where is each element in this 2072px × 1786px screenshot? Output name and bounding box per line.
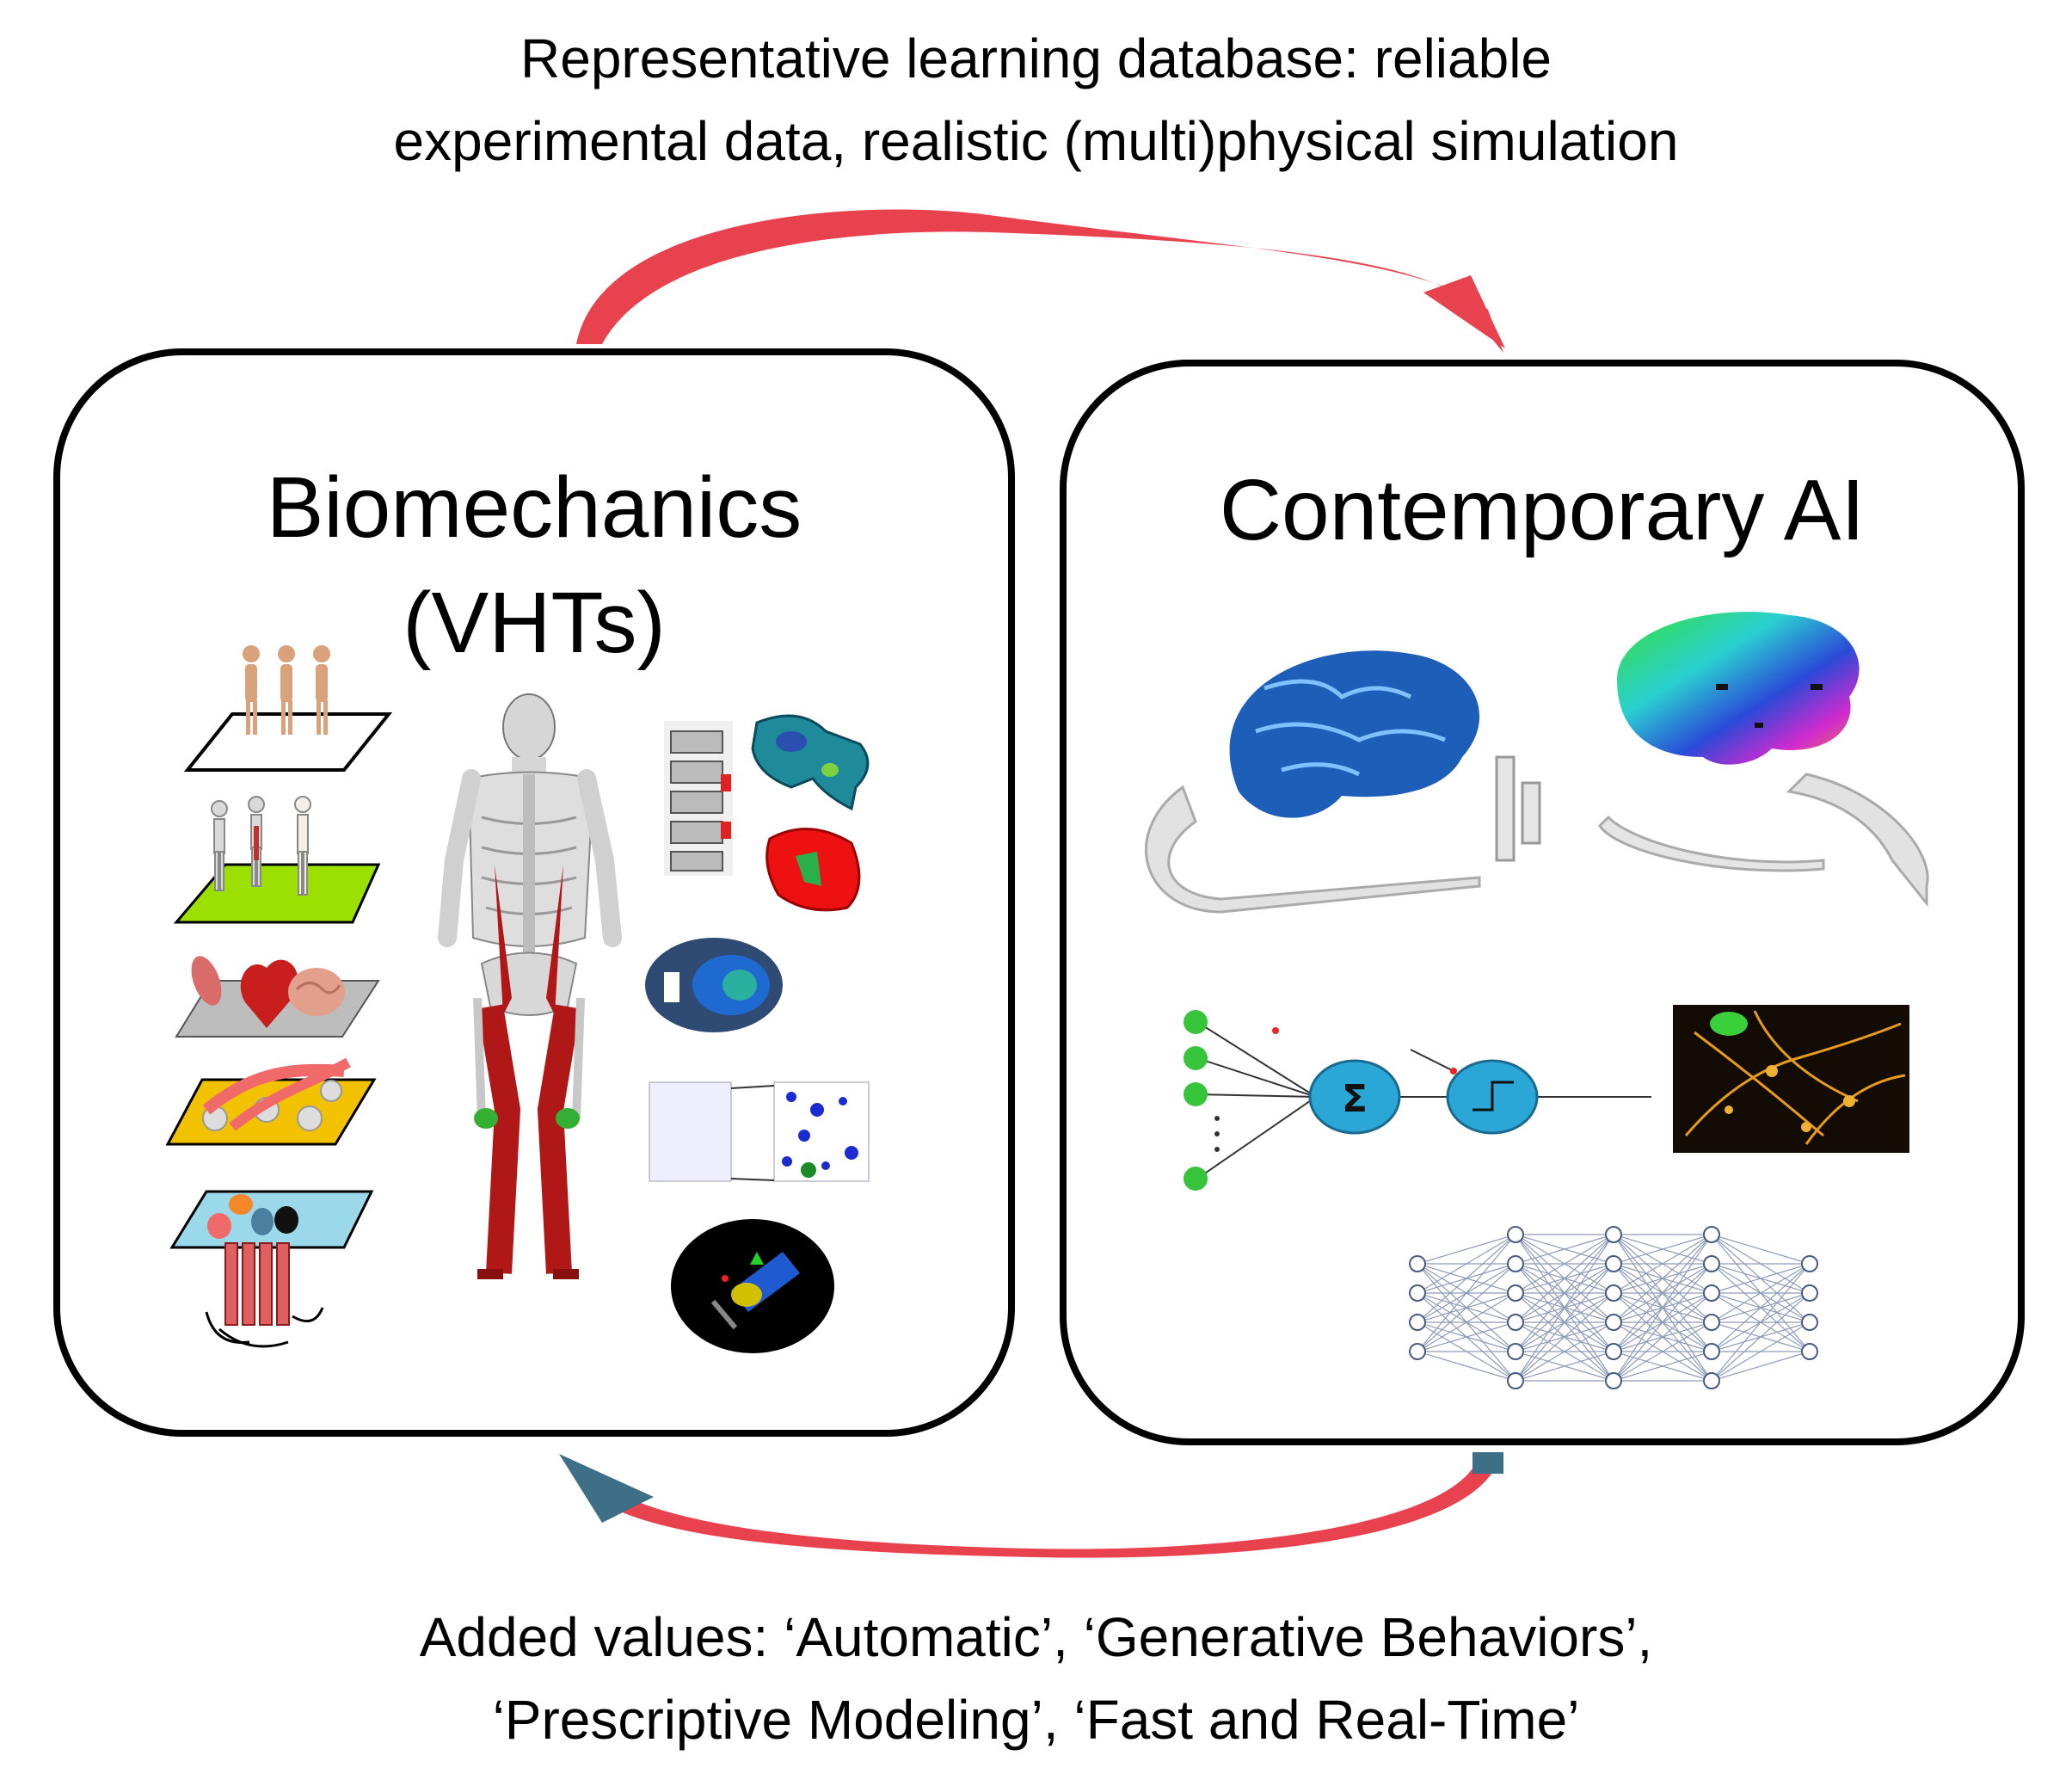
network-edge (1515, 1292, 1614, 1382)
network-edge (1613, 1292, 1712, 1382)
neuron-image-icon (1673, 1005, 1909, 1153)
sum-symbol: Σ (1342, 1077, 1368, 1121)
network-node (1703, 1372, 1720, 1389)
network-edge (1515, 1234, 1614, 1382)
bottom-caption: Added values: ‘Automatic’, ‘Generative B… (0, 1596, 2072, 1761)
bottom-arrow-head (559, 1454, 654, 1523)
tissue-simulation-icon (645, 938, 783, 1032)
implant-simulation-icon (671, 1219, 834, 1353)
network-node (1801, 1343, 1818, 1360)
top-caption: Representative learning database: reliab… (0, 17, 2072, 182)
bottom-arrow-tail (1473, 1452, 1503, 1474)
network-edge (1515, 1234, 1614, 1352)
network-node (1507, 1226, 1524, 1243)
network-node (1507, 1284, 1524, 1302)
summation-node (1308, 1059, 1401, 1135)
skeleton-model-icon (438, 693, 622, 1279)
network-edge (1711, 1263, 1811, 1382)
network-node (1703, 1284, 1720, 1302)
network-node (1703, 1226, 1720, 1243)
network-node (1507, 1314, 1524, 1331)
network-node (1703, 1343, 1720, 1360)
network-edge (1417, 1234, 1516, 1352)
network-edge (1613, 1234, 1712, 1352)
network-node (1409, 1343, 1426, 1360)
network-edge (1515, 1234, 1614, 1265)
network-edge (1711, 1292, 1811, 1382)
cellular-models-icon (169, 1190, 374, 1348)
network-node (1409, 1255, 1426, 1272)
ai-brain-icon (1598, 612, 1929, 908)
network-node (1605, 1372, 1622, 1389)
network-edge (1417, 1351, 1516, 1382)
network-node (1605, 1226, 1622, 1243)
network-node (1605, 1284, 1622, 1302)
network-node (1801, 1284, 1818, 1302)
perceptron-icon: Σ (1184, 1010, 1651, 1191)
network-node (1409, 1284, 1426, 1302)
network-edge (1613, 1263, 1712, 1382)
network-node (1605, 1255, 1622, 1272)
network-edge (1417, 1263, 1516, 1352)
network-node (1605, 1314, 1622, 1331)
network-edge (1711, 1234, 1811, 1265)
organ-models-icon (175, 956, 380, 1038)
neural-network-icon (1409, 1226, 1818, 1389)
network-node (1801, 1314, 1818, 1331)
network-edge (1711, 1263, 1811, 1323)
top-arrow-head (1423, 275, 1505, 348)
network-node (1801, 1255, 1818, 1272)
contemporary-ai-title: Contemporary AI (1219, 462, 1866, 558)
network-edge (1613, 1234, 1712, 1382)
network-edge (1711, 1321, 1811, 1382)
biomechanics-title-line2: (VHTs) (403, 575, 666, 671)
spine-model-icon (664, 721, 733, 876)
network-node (1507, 1343, 1524, 1360)
network-edge (1515, 1351, 1614, 1382)
network-edge (1613, 1234, 1712, 1265)
network-edge (1711, 1351, 1811, 1382)
network-edge (1515, 1263, 1614, 1382)
network-edge (1417, 1234, 1516, 1323)
network-edge (1613, 1321, 1712, 1382)
network-edge (1613, 1234, 1712, 1323)
network-edge (1515, 1321, 1614, 1382)
network-node (1507, 1372, 1524, 1389)
network-edge (1417, 1292, 1516, 1352)
network-node (1703, 1314, 1720, 1331)
network-edge (1613, 1234, 1712, 1294)
network-edge (1417, 1321, 1516, 1352)
network-node (1507, 1255, 1524, 1272)
biomechanics-title: Biomechanics (VHTs) (60, 450, 1008, 681)
brain-icon (1145, 650, 1541, 914)
tissue-models-icon (165, 1057, 377, 1146)
microstructure-image-icon (649, 1081, 870, 1182)
network-edge (1711, 1263, 1811, 1294)
bottom-caption-line1: Added values: ‘Automatic’, ‘Generative B… (419, 1606, 1653, 1668)
musculoskeletal-models-icon (173, 796, 381, 924)
network-edge (1515, 1234, 1614, 1294)
network-node (1605, 1343, 1622, 1360)
vertebra-fem-icon (751, 714, 870, 811)
network-node (1703, 1255, 1720, 1272)
network-edge (1711, 1263, 1811, 1352)
bone-section-icon (765, 828, 861, 912)
network-edge (1417, 1234, 1516, 1265)
top-caption-line1: Representative learning database: reliab… (520, 28, 1552, 89)
network-node (1409, 1314, 1426, 1331)
top-caption-line2: experimental data, realistic (multi)phys… (393, 110, 1679, 172)
network-edge (1515, 1234, 1614, 1323)
network-edge (1417, 1234, 1516, 1294)
population-models-icon (183, 645, 393, 772)
bottom-caption-line2: ‘Prescriptive Modeling’, ‘Fast and Real-… (492, 1689, 1580, 1751)
biomechanics-title-line1: Biomechanics (266, 459, 802, 556)
network-edge (1613, 1351, 1712, 1382)
